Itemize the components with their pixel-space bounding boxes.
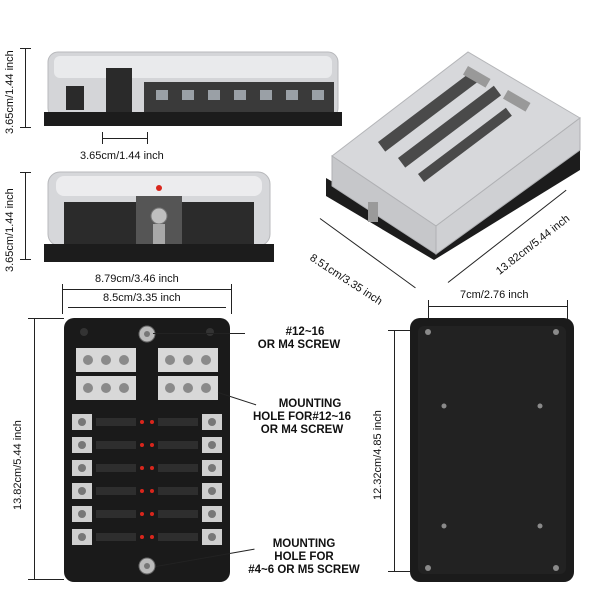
fuse-slot bbox=[96, 418, 136, 426]
dim-tick bbox=[20, 259, 31, 260]
callout-mount-bottom-3: #4~6 OR M5 SCREW bbox=[248, 564, 360, 576]
callout-mount-2: HOLE FOR#12~16 bbox=[252, 411, 352, 423]
dim-tick bbox=[102, 132, 103, 144]
dim-tick bbox=[20, 172, 31, 173]
fuse-slot bbox=[158, 418, 198, 426]
callout-mount-bottom-2: HOLE FOR bbox=[274, 551, 334, 563]
side-view-photo bbox=[44, 51, 342, 126]
fuse-slot bbox=[158, 441, 198, 449]
callout-line-top-screw bbox=[153, 333, 245, 334]
fuse-slot bbox=[96, 510, 136, 518]
dim-line-inner-width bbox=[68, 307, 226, 308]
fuse-slot bbox=[158, 464, 198, 472]
led-indicator bbox=[150, 466, 154, 470]
dim-tick bbox=[567, 300, 568, 322]
fuse-slot bbox=[96, 464, 136, 472]
callout-mount-bottom-1: MOUNTING bbox=[272, 538, 336, 550]
fuse-slot bbox=[96, 441, 136, 449]
fuse-slot bbox=[96, 533, 136, 541]
dim-line-back-width bbox=[428, 306, 568, 307]
led-indicator bbox=[140, 466, 144, 470]
callout-top-screw-1: #12~16 bbox=[285, 326, 325, 338]
dim-tick bbox=[28, 318, 64, 319]
fuse-slot bbox=[158, 487, 198, 495]
dim-tick bbox=[388, 571, 416, 572]
front-view-photo bbox=[64, 318, 230, 582]
dim-line-end-height bbox=[25, 172, 26, 260]
back-height-label: 12.32cm/4.85 inch bbox=[372, 410, 384, 500]
front-height-label: 13.82cm/5.44 inch bbox=[12, 420, 24, 510]
dim-line-side-height bbox=[25, 48, 26, 128]
callout-mount-1: MOUNTING bbox=[278, 398, 342, 410]
led-indicator bbox=[140, 489, 144, 493]
dim-tick bbox=[231, 284, 232, 314]
dim-line-front-height bbox=[34, 318, 35, 580]
dim-tick bbox=[20, 48, 31, 49]
side-height-label: 3.65cm/1.44 inch bbox=[4, 50, 16, 134]
led-indicator bbox=[150, 443, 154, 447]
dim-line-back-height bbox=[394, 330, 395, 572]
end-view-photo bbox=[44, 171, 274, 262]
fuse-slot bbox=[158, 510, 198, 518]
dim-tick bbox=[20, 127, 31, 128]
back-width-label: 7cm/2.76 inch bbox=[460, 289, 529, 301]
dim-tick bbox=[62, 284, 63, 314]
led-indicator bbox=[150, 489, 154, 493]
dim-tick bbox=[147, 132, 148, 144]
callout-top-screw-2: OR M4 SCREW bbox=[257, 339, 341, 351]
dim-line-outer-width bbox=[62, 289, 232, 290]
fuse-slot bbox=[158, 533, 198, 541]
dim-line-side-width bbox=[102, 138, 148, 139]
dim-tick bbox=[28, 579, 64, 580]
dim-tick bbox=[388, 330, 416, 331]
led-indicator bbox=[150, 512, 154, 516]
side-width-label: 3.65cm/1.44 inch bbox=[80, 150, 164, 162]
led-indicator bbox=[150, 535, 154, 539]
led-indicator bbox=[150, 420, 154, 424]
end-height-label: 3.65cm/1.44 inch bbox=[4, 188, 16, 272]
led-indicator bbox=[140, 535, 144, 539]
back-view-photo bbox=[410, 318, 574, 582]
fuse-slot bbox=[96, 487, 136, 495]
led-indicator bbox=[140, 420, 144, 424]
led-indicator bbox=[140, 512, 144, 516]
led-indicator bbox=[140, 443, 144, 447]
dim-tick bbox=[428, 300, 429, 322]
callout-mount-3: OR M4 SCREW bbox=[260, 424, 344, 436]
outer-width-label: 8.79cm/3.46 inch bbox=[95, 273, 179, 285]
inner-width-label: 8.5cm/3.35 inch bbox=[103, 292, 181, 304]
isometric-view-photo bbox=[326, 51, 581, 260]
